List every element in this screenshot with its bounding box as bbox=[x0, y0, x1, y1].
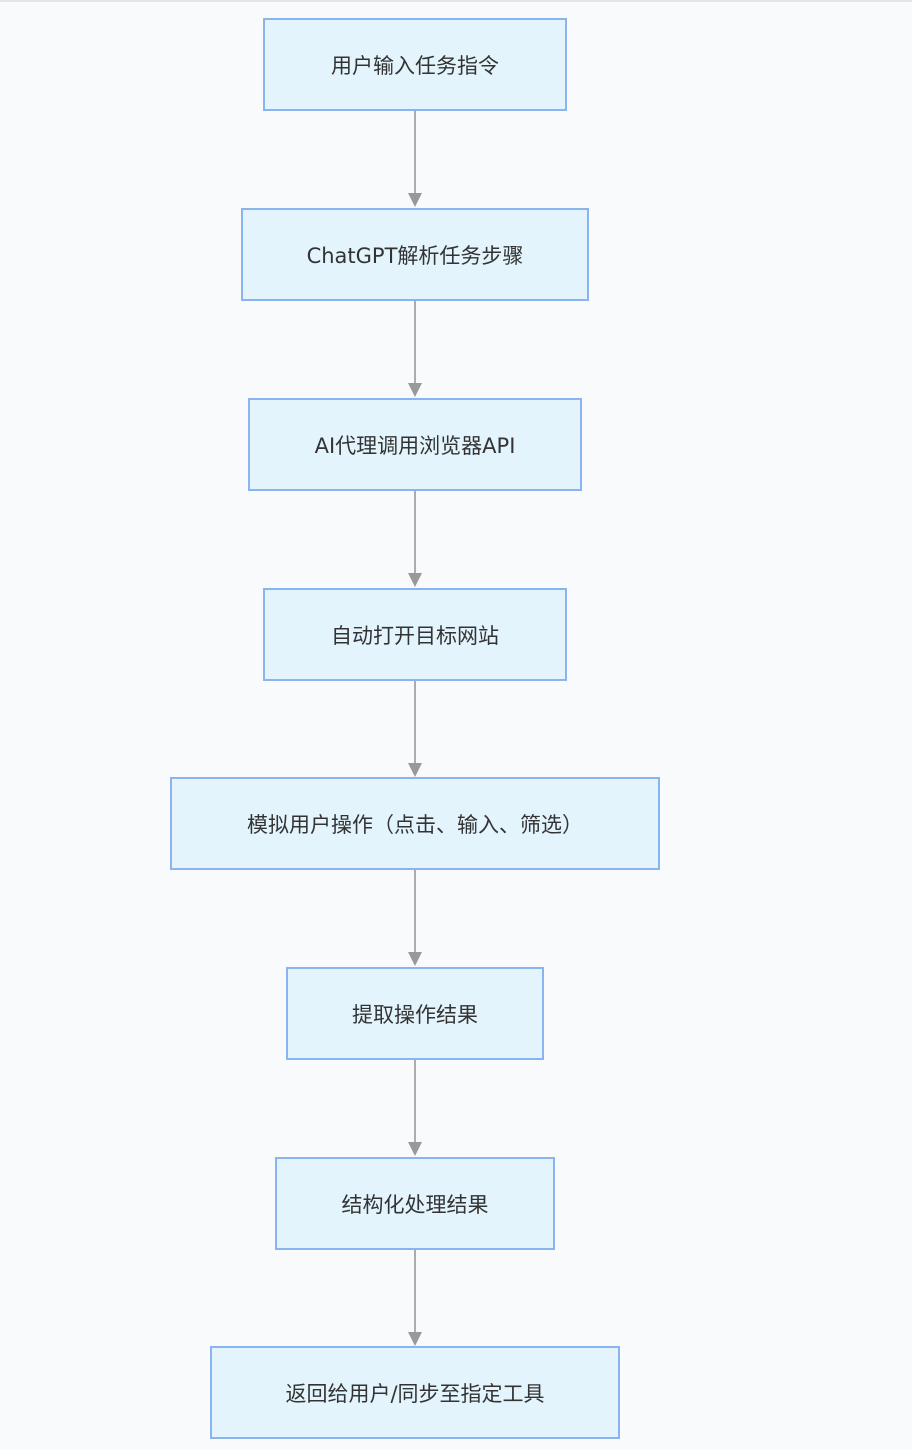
arrowhead bbox=[408, 1332, 422, 1346]
edge-4-5 bbox=[408, 681, 422, 777]
arrowhead bbox=[408, 383, 422, 397]
edge-3-4 bbox=[408, 491, 422, 587]
step-structure-results: 结构化处理结果 bbox=[275, 1157, 555, 1250]
edge-6-7 bbox=[408, 1060, 422, 1156]
edge-7-8 bbox=[408, 1250, 422, 1346]
step-chatgpt-parse: ChatGPT解析任务步骤 bbox=[241, 208, 589, 301]
step-ai-agent-browser-api: AI代理调用浏览器API bbox=[248, 398, 582, 491]
arrowhead bbox=[408, 1142, 422, 1156]
top-border bbox=[0, 0, 912, 2]
edge-2-3 bbox=[408, 301, 422, 397]
step-user-input: 用户输入任务指令 bbox=[263, 18, 567, 111]
step-extract-results: 提取操作结果 bbox=[286, 967, 544, 1060]
edge-5-6 bbox=[408, 870, 422, 966]
arrowhead bbox=[408, 952, 422, 966]
step-open-website: 自动打开目标网站 bbox=[263, 588, 567, 681]
arrowhead bbox=[408, 763, 422, 777]
arrowhead bbox=[408, 193, 422, 207]
arrowhead bbox=[408, 573, 422, 587]
edge-1-2 bbox=[408, 111, 422, 207]
step-simulate-user-actions: 模拟用户操作（点击、输入、筛选） bbox=[170, 777, 660, 870]
step-return-sync: 返回给用户/同步至指定工具 bbox=[210, 1346, 620, 1439]
